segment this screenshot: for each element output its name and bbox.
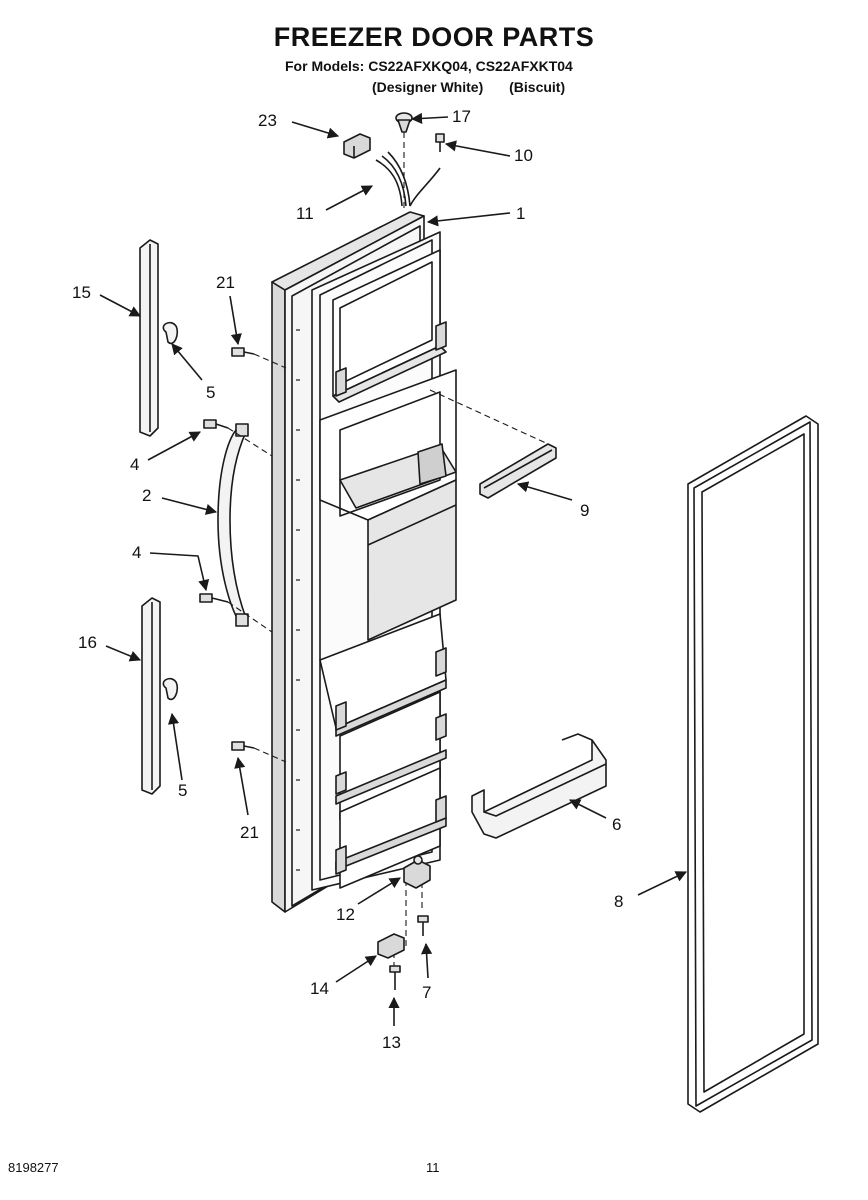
callout-23: 23 — [258, 111, 277, 130]
callout-labels: 23 17 10 11 1 15 21 5 4 2 9 4 16 5 21 6 … — [72, 107, 623, 1052]
part-5-clip-lower — [162, 677, 179, 701]
callout-1: 1 — [516, 204, 525, 223]
part-10-screw — [435, 133, 445, 152]
part-8-door-gasket — [687, 415, 819, 1113]
page-number: 11 — [426, 1160, 440, 1175]
part-9-dispenser-trim — [479, 443, 557, 499]
variant-designer-white: (Designer White) — [372, 79, 484, 95]
part-17-plug — [395, 112, 413, 133]
part-15-upper-trim — [139, 239, 159, 437]
callout-5-upper: 5 — [206, 383, 215, 402]
callout-4-upper: 4 — [130, 455, 139, 474]
callout-16: 16 — [78, 633, 97, 652]
part-16-lower-trim — [141, 597, 161, 795]
callout-9: 9 — [580, 501, 589, 520]
part-21-screw-upper — [231, 347, 255, 357]
part-21-screw-lower — [231, 741, 255, 751]
callout-4-lower: 4 — [132, 543, 141, 562]
part-14-hinge-block — [377, 933, 405, 959]
part-2-door-handle — [217, 423, 249, 627]
model-variants: (Designer White) (Biscuit) — [372, 79, 565, 95]
callout-17: 17 — [452, 107, 471, 126]
part-6-door-bin — [471, 733, 607, 839]
callout-8: 8 — [614, 892, 623, 911]
part-7-screw — [417, 915, 429, 936]
callout-13: 13 — [382, 1033, 401, 1052]
assembly-lines — [227, 132, 549, 972]
callout-7: 7 — [422, 983, 431, 1002]
part-11-wire-harness — [375, 151, 441, 207]
callout-15: 15 — [72, 283, 91, 302]
callout-5-lower: 5 — [178, 781, 187, 800]
part-4-screw-upper — [203, 419, 229, 429]
callout-6: 6 — [612, 815, 621, 834]
part-4-screw-lower — [199, 593, 229, 603]
models-line: For Models: CS22AFXKQ04, CS22AFXKT04 — [285, 58, 573, 74]
callout-11: 11 — [296, 204, 314, 223]
variant-biscuit: (Biscuit) — [509, 79, 566, 95]
part-23-connector — [343, 133, 371, 159]
callout-12: 12 — [336, 905, 355, 924]
callout-leaders — [99, 112, 688, 1026]
callout-21-lower: 21 — [240, 823, 259, 842]
part-13-screw — [389, 965, 401, 990]
callout-10: 10 — [514, 146, 533, 165]
document-number: 8198277 — [8, 1160, 59, 1175]
callout-21-upper: 21 — [216, 273, 235, 292]
callout-2: 2 — [142, 486, 151, 505]
callout-14: 14 — [310, 979, 329, 998]
part-12-hinge — [403, 855, 431, 889]
page-title: FREEZER DOOR PARTS — [273, 22, 595, 52]
part-1-door-assembly — [271, 211, 457, 913]
part-5-clip-upper — [162, 321, 179, 345]
